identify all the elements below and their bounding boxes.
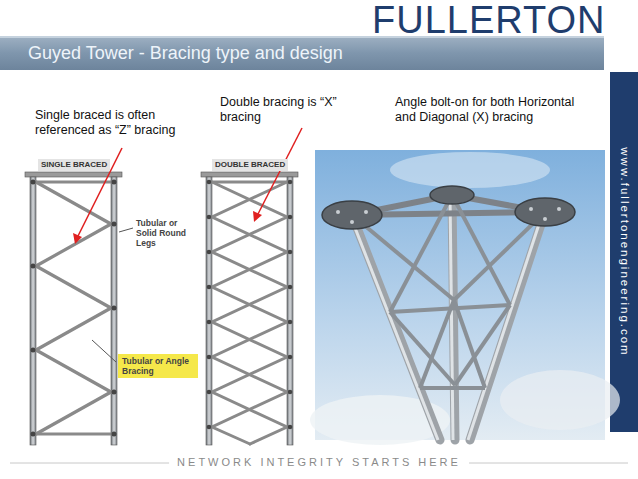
drawing-heading: DOUBLE BRACED xyxy=(212,159,288,171)
header-title: Guyed Tower - Bracing type and design xyxy=(28,43,343,65)
callout-text: Single braced is often referenced as “Z”… xyxy=(35,108,203,138)
highlight-box: Tubular or Angle Bracing xyxy=(118,354,198,378)
leader-line xyxy=(92,340,116,362)
callout-arrow xyxy=(73,128,302,244)
logo-text: FULLERTON xyxy=(372,0,606,44)
double-braced-tower xyxy=(201,172,298,445)
footer-tagline: NETWORK INTEGRITY STARTS HERE xyxy=(169,456,469,469)
header-bar xyxy=(0,36,604,70)
single-braced-tower xyxy=(25,172,122,445)
box-text: Tubular or Angle Bracing xyxy=(122,356,194,376)
callout-text: Angle bolt-on for both Horizontal and Di… xyxy=(395,95,595,125)
part-label: Tubular or Solid Round Legs xyxy=(136,218,200,249)
callout-text: Double bracing is “X” bracing xyxy=(220,95,370,125)
website-text: www.fullertonengineering.com xyxy=(617,147,631,356)
drawing-heading: SINGLE BRACED xyxy=(38,159,110,171)
side-strip xyxy=(610,72,638,432)
leader-line xyxy=(119,228,133,232)
tower-photo xyxy=(310,150,620,445)
